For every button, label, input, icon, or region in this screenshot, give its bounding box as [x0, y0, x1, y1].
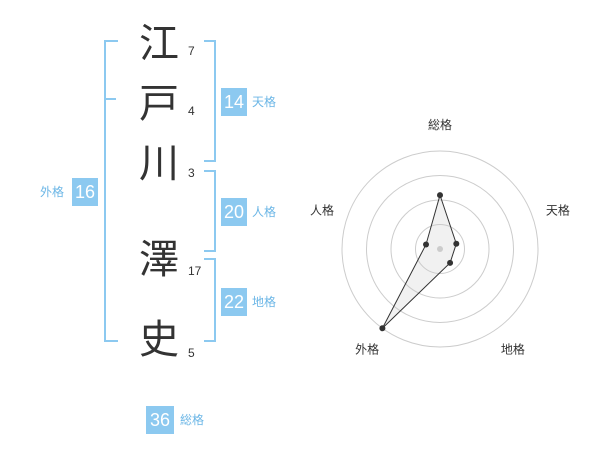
name-char-3: 川 — [139, 141, 179, 187]
name-char-2: 戸 — [139, 81, 179, 127]
chikaku-label: 地格 — [252, 295, 277, 309]
radar-point-2 — [453, 240, 460, 247]
radar-point-1 — [437, 192, 443, 199]
tenkaku-score: 14 — [221, 88, 247, 116]
soukaku-label: 総格 — [180, 413, 205, 427]
radar-point-3 — [447, 259, 454, 266]
radar-ring-4 — [341, 150, 539, 348]
radar-axis-label-4: 外格 — [355, 341, 379, 356]
gaikaku-score: 16 — [72, 178, 98, 206]
gaikaku-bracket-mid — [104, 98, 116, 100]
name-char-5: 史 — [139, 317, 179, 363]
radar-ring-3 — [366, 175, 514, 323]
tenkaku-bracket — [204, 40, 216, 162]
stroke-count-5: 5 — [188, 346, 195, 360]
radar-axis-label-2: 天格 — [546, 203, 570, 218]
radar-point-5 — [423, 241, 430, 248]
radar-axis-label-5: 人格 — [310, 203, 334, 218]
chikaku-bracket — [204, 258, 216, 342]
chikaku-score: 22 — [221, 288, 247, 316]
jinkaku-label: 人格 — [252, 205, 277, 219]
radar-axis-label-1: 総格 — [428, 117, 452, 132]
stroke-count-1: 7 — [188, 44, 195, 58]
radar-ring-2 — [390, 199, 490, 299]
stroke-count-4: 17 — [188, 264, 202, 278]
radar-center-dot — [437, 246, 443, 252]
soukaku-score: 36 — [146, 406, 174, 434]
radar-axis-label-3: 地格 — [501, 341, 525, 356]
radar-ring-1 — [415, 224, 465, 274]
name-char-1: 江 — [139, 21, 179, 67]
gaikaku-label: 外格 — [40, 185, 65, 199]
jinkaku-score: 20 — [221, 198, 247, 226]
name-char-4: 澤 — [139, 237, 179, 283]
jinkaku-bracket — [204, 170, 216, 252]
stroke-count-3: 3 — [188, 166, 195, 180]
stroke-count-2: 4 — [188, 104, 195, 118]
gaikaku-bracket — [104, 40, 118, 342]
radar-point-4 — [379, 325, 386, 332]
tenkaku-label: 天格 — [252, 95, 277, 109]
score-polygon — [381, 193, 457, 329]
